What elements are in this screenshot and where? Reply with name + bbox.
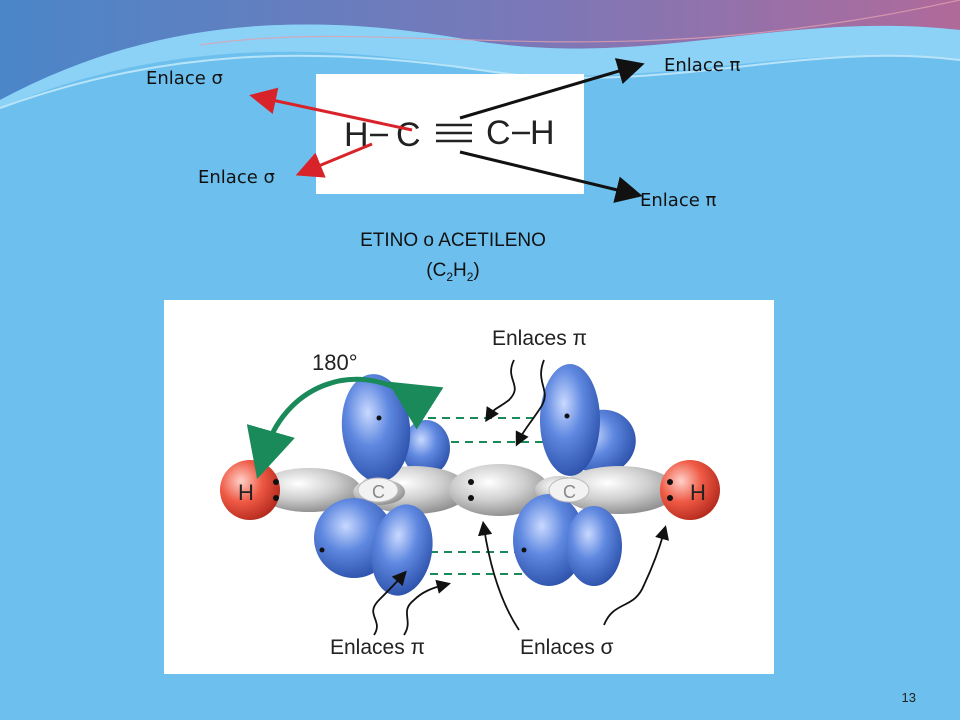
formula-c-left: C xyxy=(396,116,421,154)
page-number: 13 xyxy=(901,690,916,705)
molecule-caption: ETINO o ACETILENO (C2H2) xyxy=(300,226,606,292)
formula-h-left: H xyxy=(344,116,369,154)
structural-formula: H C C H xyxy=(344,114,555,154)
diagram-h-left: H xyxy=(238,480,254,505)
label-pi-top: Enlace π xyxy=(664,55,741,76)
angle-arrow xyxy=(246,376,444,480)
diagram-pi-top: Enlaces π xyxy=(492,327,587,350)
caption-name: ETINO o ACETILENO xyxy=(360,230,546,251)
label-sigma-top: Enlace σ xyxy=(146,68,223,89)
diagram-h-right: H xyxy=(690,480,706,505)
diagram-c-right: C xyxy=(563,482,576,502)
hydrogen-right xyxy=(660,460,720,520)
caption-formula: (C2H2) xyxy=(426,260,480,284)
orbital-illustration: C C H H 180° Enlaces π Enlaces π xyxy=(220,327,720,659)
orbital-diagram: C C H H 180° Enlaces π Enlaces π xyxy=(164,300,774,674)
label-pi-bottom: Enlace π xyxy=(640,190,717,211)
formula-c-right: C xyxy=(486,114,511,152)
diagram-c-left: C xyxy=(372,482,385,502)
diagram-sigma-bottom: Enlaces σ xyxy=(520,636,614,659)
formula-h-right: H xyxy=(530,114,555,152)
diagram-angle: 180° xyxy=(312,350,358,375)
formula-box: H C C H xyxy=(316,74,584,194)
diagram-pi-bottom: Enlaces π xyxy=(330,636,425,659)
label-sigma-bottom: Enlace σ xyxy=(198,167,275,188)
